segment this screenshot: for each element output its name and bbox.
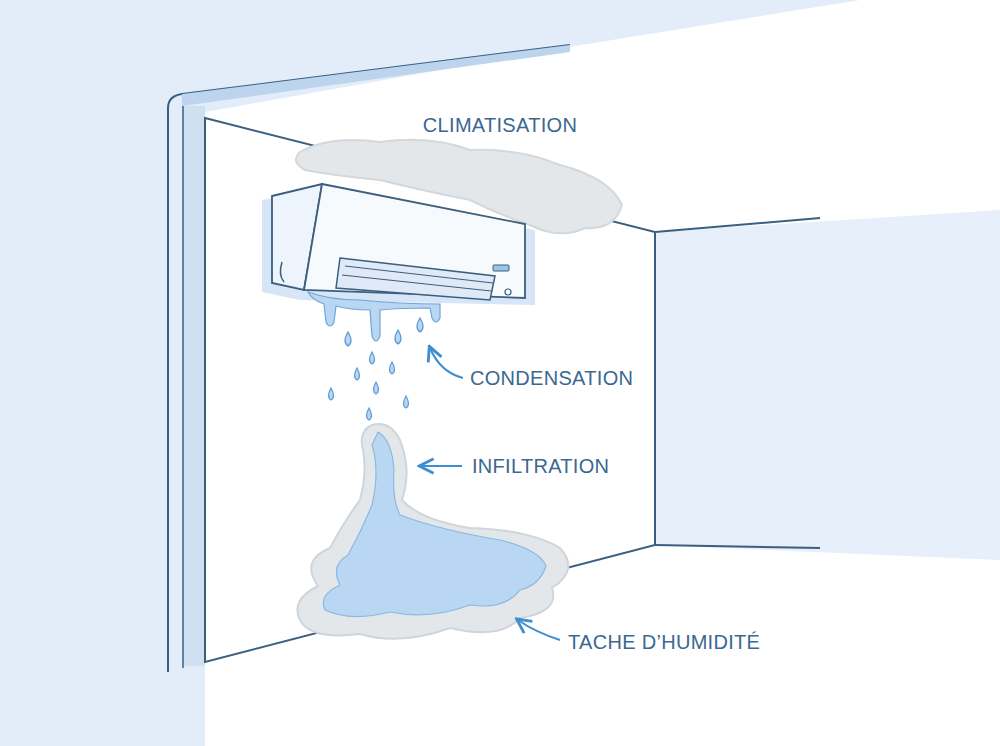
side-wall <box>655 210 1000 560</box>
frame-edge <box>182 45 570 106</box>
back-wall <box>205 118 655 662</box>
ac-vent <box>336 258 495 300</box>
ac-vent <box>342 275 491 291</box>
frame-edge <box>183 106 205 666</box>
callout-label: TACHE D’HUMIDITÉ <box>568 630 760 654</box>
floor-edge <box>655 545 820 548</box>
leader-arrow <box>518 620 560 640</box>
callout-label: INFILTRATION <box>472 454 609 478</box>
frame-edge <box>182 106 184 668</box>
callout-label: CONDENSATION <box>470 366 633 390</box>
ceiling-edge <box>655 218 820 232</box>
ac-vent <box>345 266 493 283</box>
callout-label: CLIMATISATION <box>423 113 577 137</box>
leader-arrow <box>430 348 463 378</box>
ac-unit <box>280 262 284 282</box>
leader-arrow <box>421 465 462 467</box>
water-drops <box>329 318 424 420</box>
water-drip <box>308 292 440 341</box>
ac-led <box>505 289 511 295</box>
ac-display <box>493 265 509 271</box>
